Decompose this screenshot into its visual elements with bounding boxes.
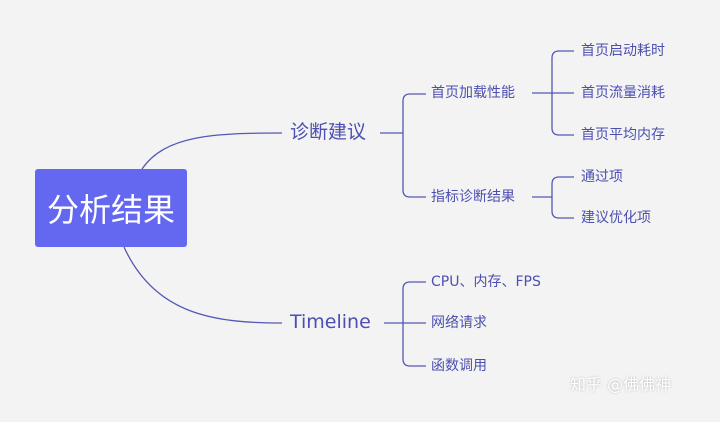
node-avg-memory[interactable]: 首页平均内存 [581,127,665,143]
branch-diagnosis[interactable]: 诊断建议 [290,121,367,143]
bracket-metrics [551,176,574,219]
node-homepage-perf[interactable]: 首页加载性能 [431,85,515,101]
bracket-timeline [402,281,426,367]
node-metric-results[interactable]: 指标诊断结果 [431,189,515,205]
connector-root-diagnosis [141,132,283,170]
root-node[interactable]: 分析结果 [35,169,187,247]
connector-root-timeline [123,246,283,324]
bracket-diagnosis [402,93,426,198]
node-traffic-usage[interactable]: 首页流量消耗 [581,85,665,101]
node-cpu-mem-fps[interactable]: CPU、内存、FPS [431,274,541,290]
node-passed[interactable]: 通过项 [581,169,623,185]
watermark: 知乎 @佛佛神 [570,375,672,394]
node-startup-time[interactable]: 首页启动耗时 [581,43,665,59]
node-network-requests[interactable]: 网络请求 [431,315,487,331]
node-suggestions[interactable]: 建议优化项 [581,210,651,226]
branch-timeline[interactable]: Timeline [290,311,371,333]
node-function-calls[interactable]: 函数调用 [431,358,487,374]
